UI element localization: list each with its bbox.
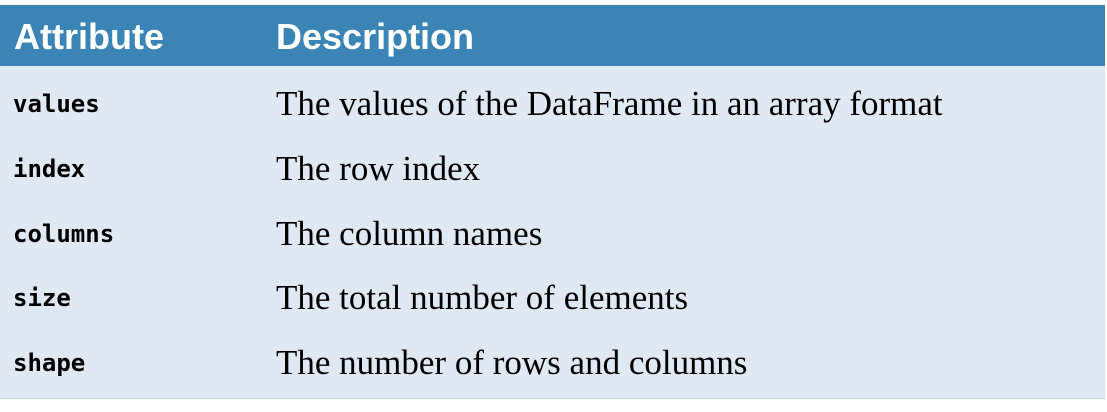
attributes-table: Attribute Description values The values …: [0, 5, 1105, 399]
attribute-description: The column names: [276, 214, 543, 253]
attribute-name: shape: [13, 349, 86, 377]
table-row: columns The column names: [0, 204, 1105, 269]
attribute-name: values: [13, 90, 100, 118]
attribute-description: The number of rows and columns: [276, 343, 748, 382]
attribute-description: The total number of elements: [276, 278, 689, 317]
header-attribute: Attribute: [14, 16, 164, 57]
attribute-name: columns: [13, 220, 115, 248]
attribute-description: The values of the DataFrame in an array …: [276, 84, 943, 123]
table-row: shape The number of rows and columns: [0, 333, 1105, 398]
attribute-description: The row index: [276, 149, 481, 188]
header-description: Description: [276, 16, 475, 57]
attribute-name: size: [13, 284, 71, 312]
attribute-name: index: [13, 155, 86, 183]
table-row: values The values of the DataFrame in an…: [0, 74, 1105, 139]
table-row: index The row index: [0, 139, 1105, 204]
table-row: size The total number of elements: [0, 268, 1105, 333]
table-header: Attribute Description: [0, 5, 1105, 66]
